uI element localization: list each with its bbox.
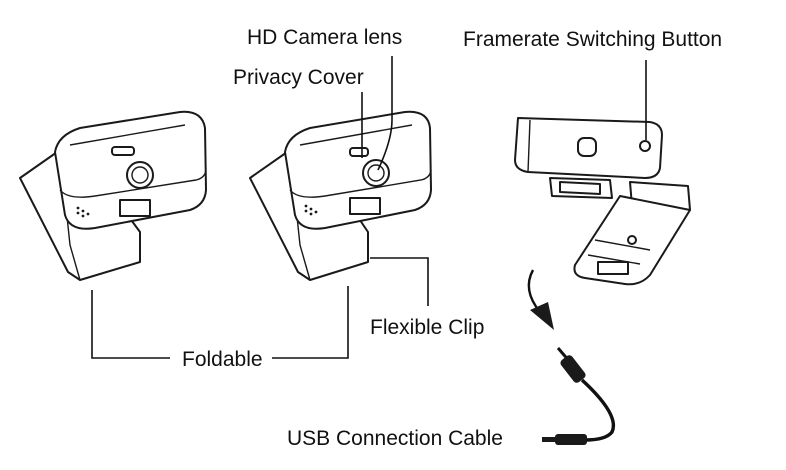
- curved-arrow-icon: [527, 269, 554, 330]
- framerate-button-label: Framerate Switching Button: [463, 28, 723, 51]
- privacy-cover-label: Privacy Cover: [233, 66, 364, 89]
- leader-lines: [91, 56, 647, 359]
- webcam-front-icon: [19, 110, 207, 281]
- webcam-rear-icon: [514, 117, 691, 286]
- usb-cable-label: USB Connection Cable: [287, 427, 503, 450]
- flexible-clip-label: Flexible Clip: [370, 316, 485, 339]
- foldable-label: Foldable: [182, 348, 263, 371]
- hd-camera-lens-label: HD Camera lens: [247, 26, 403, 49]
- usb-cable-icon: [542, 347, 616, 445]
- webcam-front-icon: [249, 110, 432, 281]
